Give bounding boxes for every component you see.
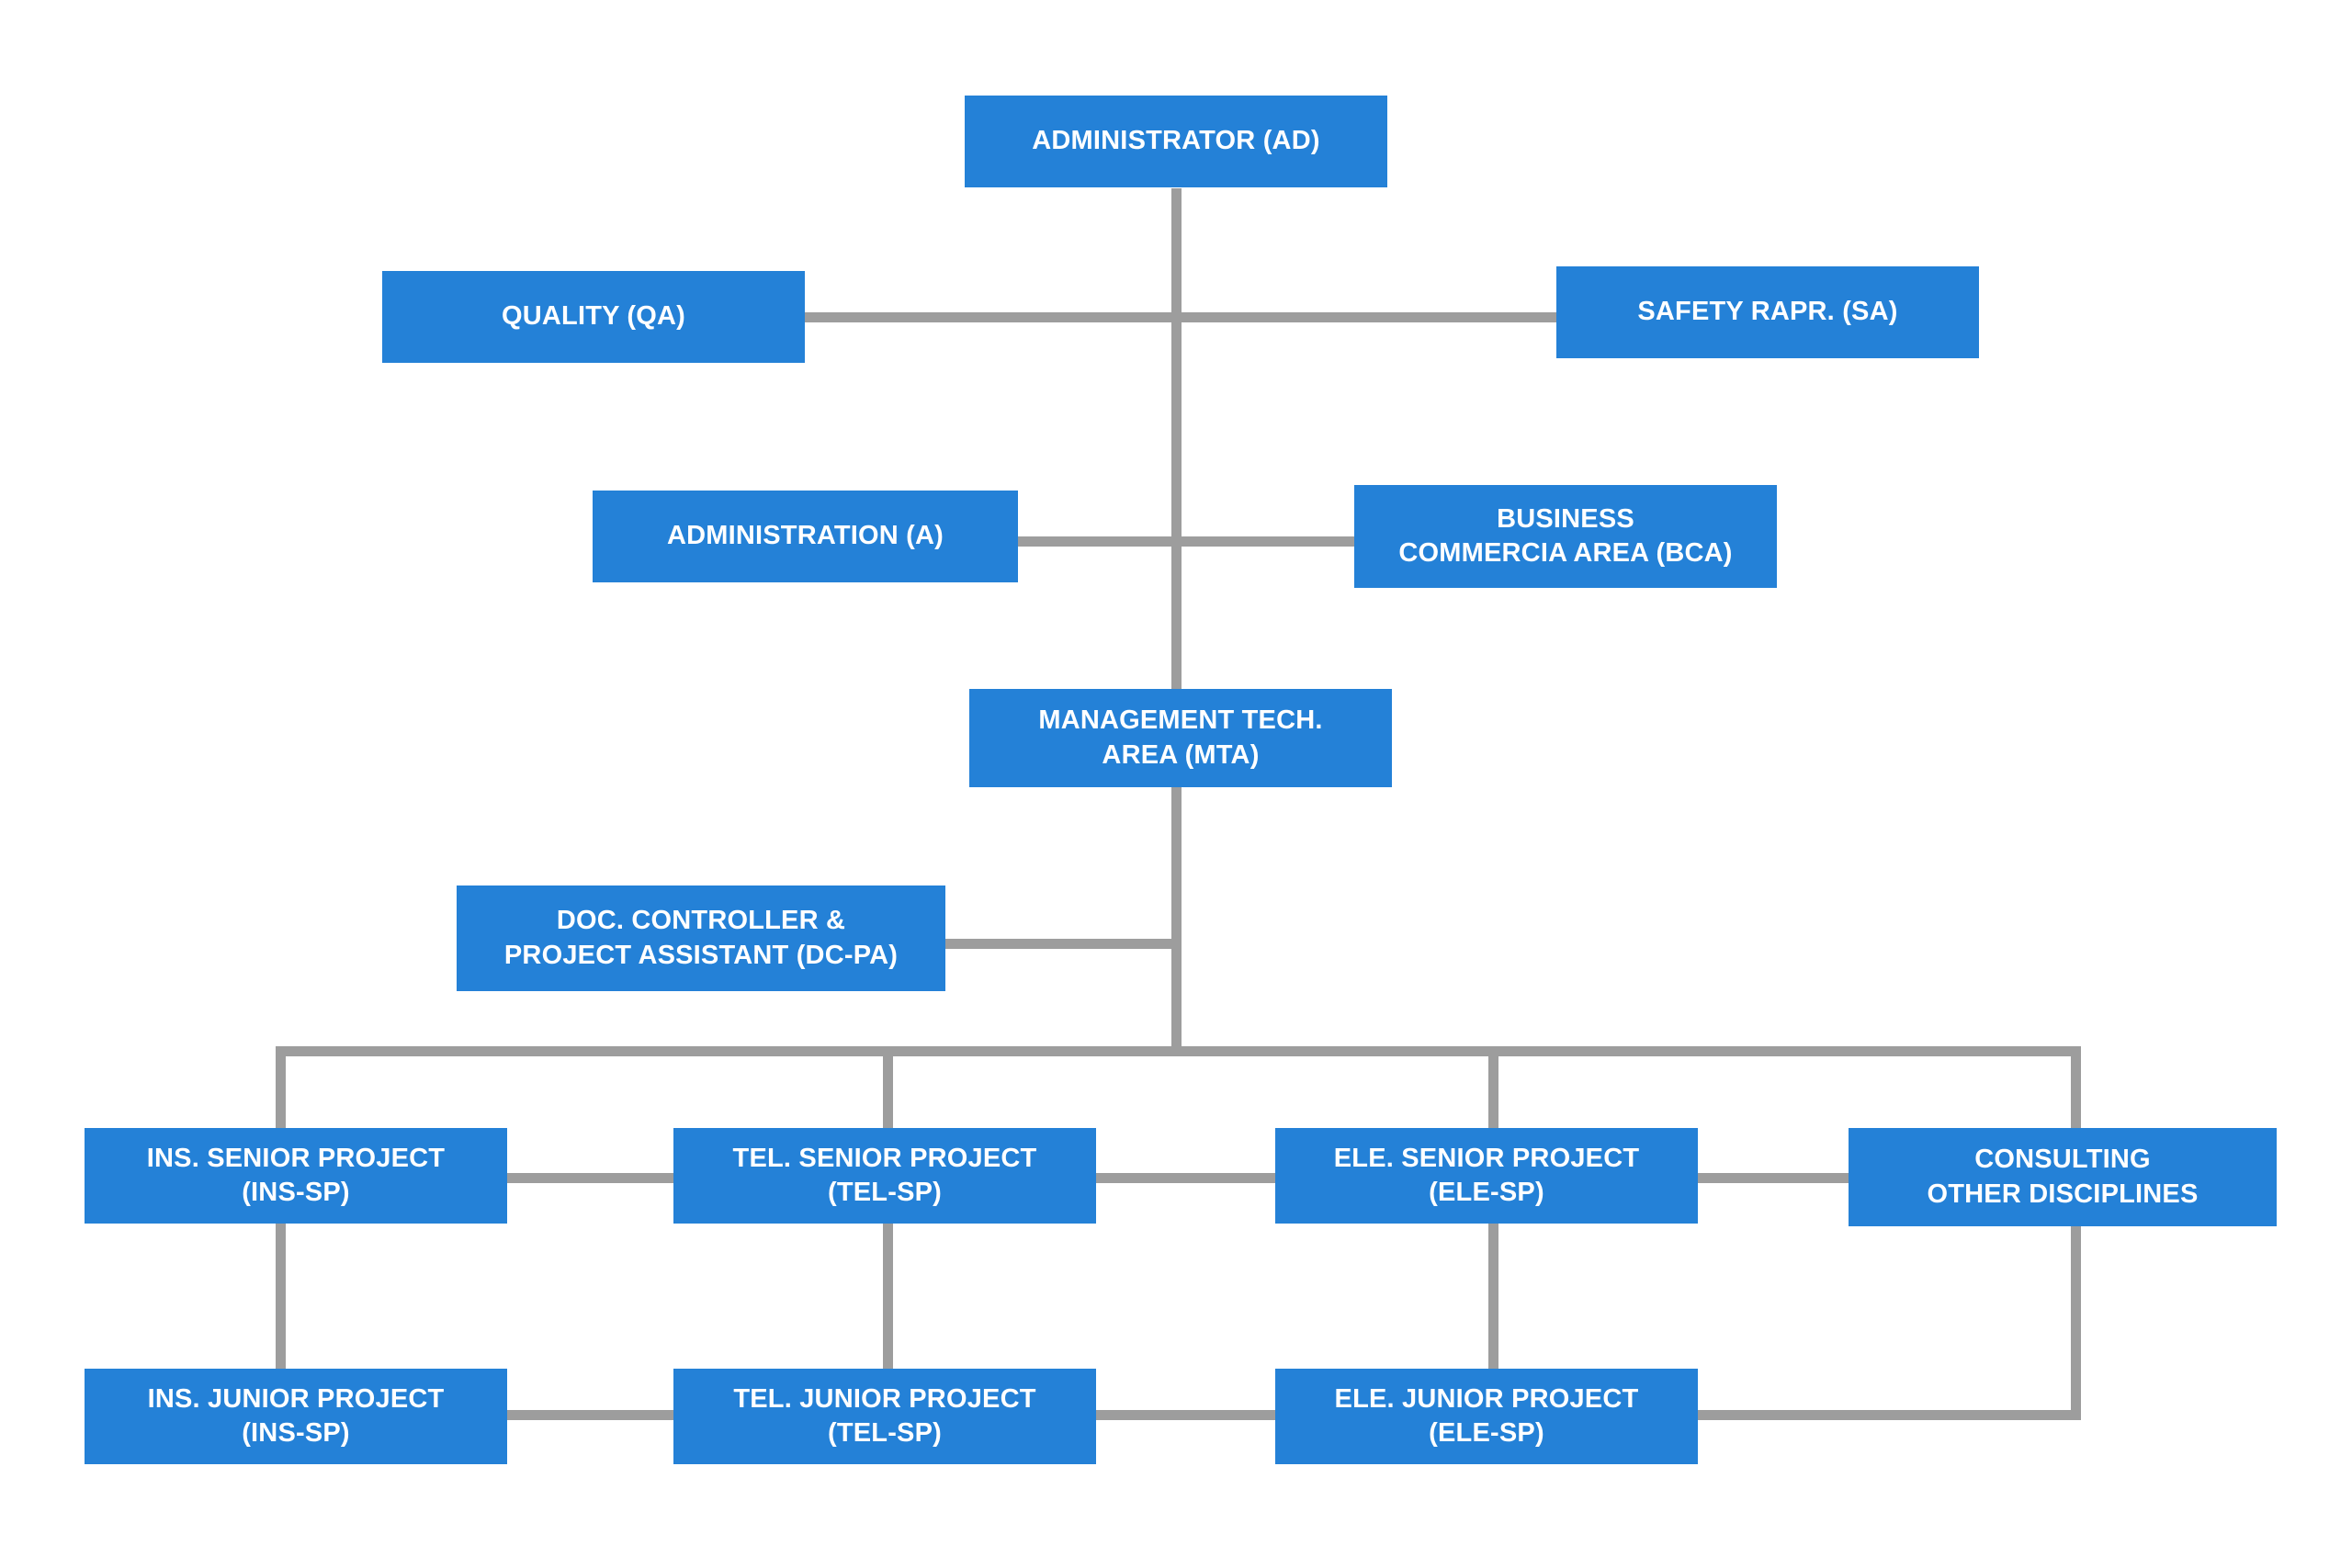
node-business-commercial-area-label: BUSINESS COMMERCIA AREA (BCA) bbox=[1398, 503, 1733, 568]
node-management-tech-area[interactable]: MANAGEMENT TECH. AREA (MTA) bbox=[969, 689, 1392, 787]
node-administrator-label: ADMINISTRATOR (AD) bbox=[1032, 126, 1320, 156]
connector-tel-senior-to-junior bbox=[883, 1222, 893, 1373]
node-ele-junior-project-label: ELE. JUNIOR PROJECT (ELE-SP) bbox=[1334, 1383, 1639, 1448]
node-ele-senior-project-label: ELE. SENIOR PROJECT (ELE-SP) bbox=[1333, 1143, 1640, 1207]
connector-tel-to-ele-senior bbox=[1093, 1173, 1277, 1183]
connector-administration-to-business bbox=[1018, 536, 1354, 547]
connector-ele-to-consulting-senior bbox=[1695, 1173, 1851, 1183]
connector-drop-to-ins-senior bbox=[276, 1046, 286, 1138]
connector-consulting-to-ele-junior bbox=[1695, 1410, 2081, 1420]
connector-tel-to-ele-junior bbox=[1093, 1410, 1277, 1420]
node-tel-junior-project[interactable]: TEL. JUNIOR PROJECT (TEL-SP) bbox=[673, 1369, 1096, 1464]
connector-spine-ad-to-bus bbox=[1171, 188, 1182, 1056]
node-quality[interactable]: QUALITY (QA) bbox=[382, 271, 805, 363]
node-tel-junior-project-label: TEL. JUNIOR PROJECT (TEL-SP) bbox=[733, 1383, 1036, 1448]
node-consulting-other-disciplines-label: CONSULTING OTHER DISCIPLINES bbox=[1927, 1145, 2199, 1209]
node-ele-senior-project[interactable]: ELE. SENIOR PROJECT (ELE-SP) bbox=[1275, 1128, 1698, 1224]
node-doc-controller-project-assistant[interactable]: DOC. CONTROLLER & PROJECT ASSISTANT (DC-… bbox=[457, 886, 945, 991]
connector-ins-senior-to-junior bbox=[276, 1222, 286, 1373]
node-ins-senior-project[interactable]: INS. SENIOR PROJECT (INS-SP) bbox=[85, 1128, 507, 1224]
connector-drop-to-consulting bbox=[2071, 1046, 2081, 1138]
node-ins-senior-project-label: INS. SENIOR PROJECT (INS-SP) bbox=[146, 1143, 446, 1207]
node-tel-senior-project-label: TEL. SENIOR PROJECT (TEL-SP) bbox=[732, 1143, 1037, 1207]
node-safety-rapr[interactable]: SAFETY RAPR. (SA) bbox=[1556, 266, 1979, 358]
node-business-commercial-area[interactable]: BUSINESS COMMERCIA AREA (BCA) bbox=[1354, 485, 1777, 588]
node-administration-label: ADMINISTRATION (A) bbox=[666, 521, 944, 551]
node-ins-junior-project[interactable]: INS. JUNIOR PROJECT (INS-SP) bbox=[85, 1369, 507, 1464]
connector-ins-to-tel-senior bbox=[503, 1173, 680, 1183]
connector-drop-to-tel-senior bbox=[883, 1046, 893, 1138]
node-administrator[interactable]: ADMINISTRATOR (AD) bbox=[965, 96, 1387, 187]
node-tel-senior-project[interactable]: TEL. SENIOR PROJECT (TEL-SP) bbox=[673, 1128, 1096, 1224]
node-administration[interactable]: ADMINISTRATION (A) bbox=[593, 491, 1018, 582]
node-safety-rapr-label: SAFETY RAPR. (SA) bbox=[1637, 297, 1898, 327]
node-ins-junior-project-label: INS. JUNIOR PROJECT (INS-SP) bbox=[147, 1383, 445, 1448]
node-quality-label: QUALITY (QA) bbox=[501, 301, 686, 332]
connector-drop-to-ele-senior bbox=[1488, 1046, 1498, 1138]
connector-consulting-right-riser bbox=[2071, 1222, 2081, 1420]
connector-senior-distribution-bus bbox=[276, 1046, 2081, 1056]
node-doc-controller-project-assistant-label: DOC. CONTROLLER & PROJECT ASSISTANT (DC-… bbox=[503, 906, 899, 970]
connector-ele-senior-to-junior bbox=[1488, 1222, 1498, 1373]
connector-ins-to-tel-junior bbox=[503, 1410, 680, 1420]
connector-doc-controller-to-spine bbox=[944, 939, 1178, 949]
node-consulting-other-disciplines[interactable]: CONSULTING OTHER DISCIPLINES bbox=[1849, 1128, 2277, 1226]
node-ele-junior-project[interactable]: ELE. JUNIOR PROJECT (ELE-SP) bbox=[1275, 1369, 1698, 1464]
connector-quality-to-safety bbox=[805, 312, 1556, 322]
node-management-tech-area-label: MANAGEMENT TECH. AREA (MTA) bbox=[1038, 705, 1323, 770]
